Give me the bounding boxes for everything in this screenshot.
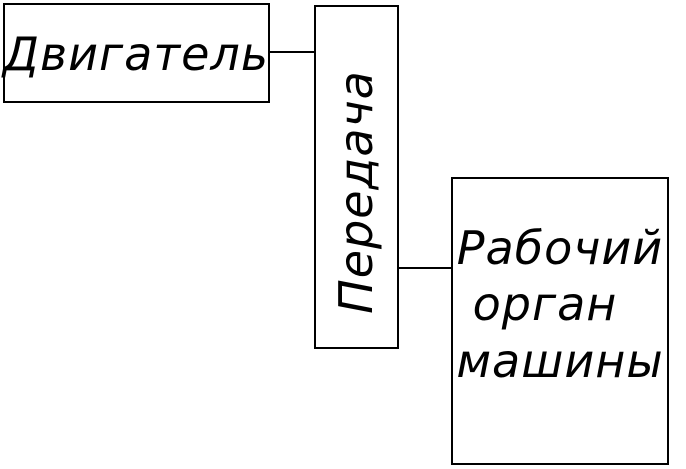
- working-member-line-2: орган: [473, 277, 618, 331]
- working-member-box: [451, 177, 669, 465]
- node-working-member: Рабочий орган машины: [451, 177, 669, 465]
- working-member-line-1: Рабочий: [457, 221, 663, 275]
- engine-label: Двигатель: [1, 27, 269, 81]
- engine-box: [3, 3, 270, 103]
- node-transmission: Передача: [314, 5, 399, 349]
- transmission-box: [314, 5, 399, 349]
- node-engine: Двигатель: [1, 3, 270, 103]
- working-member-line-3: машины: [456, 334, 663, 388]
- transmission-label: Передача: [329, 70, 383, 314]
